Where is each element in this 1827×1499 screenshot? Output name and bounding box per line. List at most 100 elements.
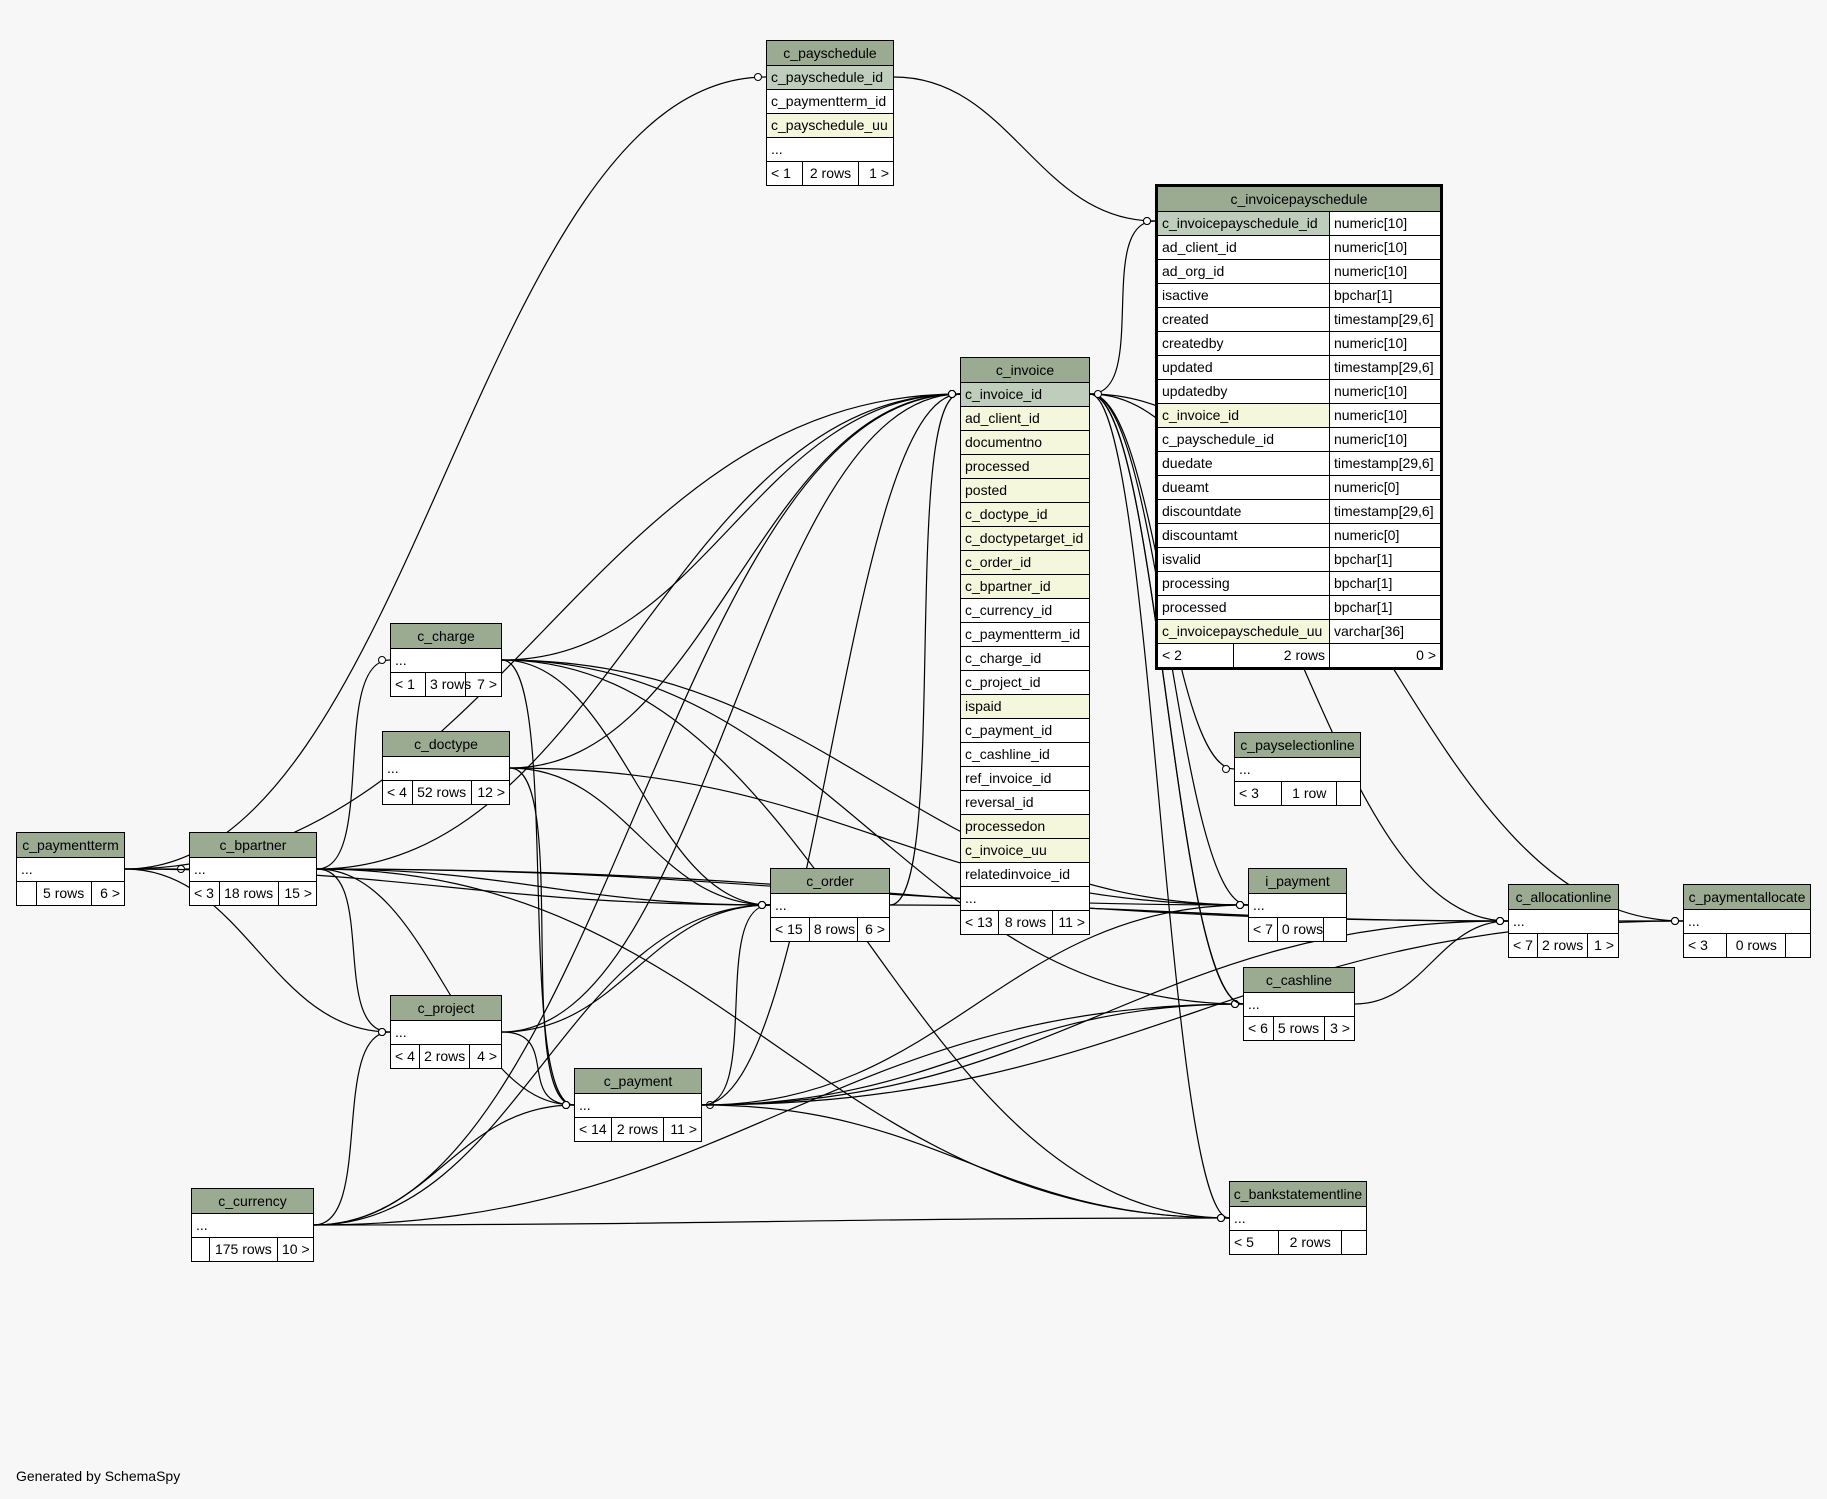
parents-link[interactable]: < 7 xyxy=(1249,918,1278,941)
column-name: ref_invoice_id xyxy=(965,770,1052,786)
column-row: ... xyxy=(192,1214,313,1238)
table-header[interactable]: c_payselectionline xyxy=(1235,733,1360,758)
parents-link[interactable] xyxy=(17,882,37,905)
column-name: updated xyxy=(1158,356,1330,379)
children-link[interactable]: 11 > xyxy=(670,1121,697,1137)
parents-link[interactable]: < 3 xyxy=(190,882,220,905)
parents-link[interactable]: < 1 xyxy=(767,162,803,185)
table-header[interactable]: c_doctype xyxy=(383,732,509,757)
table-header[interactable]: c_project xyxy=(391,996,501,1021)
column-row: c_cashline_id xyxy=(961,743,1089,767)
column-name: ... xyxy=(1688,913,1700,929)
table-header[interactable]: c_paymentallocate xyxy=(1684,885,1810,910)
column-name: reversal_id xyxy=(965,794,1034,810)
children-link[interactable]: 12 > xyxy=(477,784,505,800)
table-header[interactable]: c_invoice xyxy=(961,358,1089,383)
table-header[interactable]: c_bankstatementline xyxy=(1230,1182,1366,1207)
parents-link[interactable]: < 3 xyxy=(1684,934,1728,957)
column-row: c_bpartner_id xyxy=(961,575,1089,599)
table-header[interactable]: c_invoicepayschedule xyxy=(1158,187,1440,212)
parents-link[interactable]: < 3 xyxy=(1235,782,1283,805)
children-link[interactable]: 6 > xyxy=(100,885,120,901)
children-link[interactable]: 6 > xyxy=(865,921,885,937)
relationship-endpoint xyxy=(1143,217,1151,225)
relationship-line xyxy=(124,393,961,870)
children-link[interactable]: 10 > xyxy=(282,1241,310,1257)
column-name: isvalid xyxy=(1158,548,1330,571)
children-link[interactable]: 3 > xyxy=(1330,1020,1350,1036)
parents-link[interactable]: < 2 xyxy=(1158,644,1234,667)
column-name: ... xyxy=(387,760,399,776)
parents-link[interactable]: < 5 xyxy=(1230,1231,1280,1254)
row-count: 5 rows xyxy=(1274,1017,1325,1040)
column-row: ispaid xyxy=(961,695,1089,719)
parents-link[interactable]: < 6 xyxy=(1244,1017,1274,1040)
table-c-payschedule[interactable]: c_payschedule c_payschedule_id c_payment… xyxy=(766,40,894,186)
children-link[interactable] xyxy=(1342,1231,1366,1254)
parents-link[interactable]: < 14 xyxy=(575,1118,613,1141)
column-name: c_charge_id xyxy=(965,650,1042,666)
parents-link[interactable]: < 15 xyxy=(771,918,810,941)
parents-link[interactable]: < 1 xyxy=(391,673,427,696)
row-count: 2 rows xyxy=(420,1045,471,1068)
children-link[interactable]: 0 > xyxy=(1416,647,1436,663)
table-header[interactable]: c_payment xyxy=(575,1069,701,1094)
children-link[interactable]: 15 > xyxy=(284,885,312,901)
table-c-invoicepayschedule[interactable]: c_invoicepayschedule c_invoicepayschedul… xyxy=(1155,184,1443,670)
column-name: c_doctypetarget_id xyxy=(961,527,1089,550)
column-row: ... xyxy=(391,1021,501,1045)
column-type: timestamp[29,6] xyxy=(1334,503,1434,519)
column-name: ... xyxy=(1253,897,1265,913)
children-link[interactable] xyxy=(1324,918,1346,941)
parents-link[interactable]: < 4 xyxy=(391,1045,421,1068)
children-link[interactable] xyxy=(1337,782,1360,805)
table-footer: < 2 2 rows 0 > xyxy=(1158,644,1440,667)
table-header[interactable]: i_payment xyxy=(1249,869,1346,894)
children-link[interactable]: 7 > xyxy=(477,676,497,692)
children-link[interactable]: 1 > xyxy=(869,165,889,181)
parents-link[interactable]: < 13 xyxy=(961,911,999,934)
parents-link[interactable]: < 7 xyxy=(1509,934,1539,957)
children-link[interactable]: 11 > xyxy=(1058,914,1085,930)
table-header[interactable]: c_currency xyxy=(192,1189,313,1214)
parents-link[interactable]: < 4 xyxy=(383,781,413,804)
children-link[interactable] xyxy=(1786,934,1810,957)
children-link[interactable]: 1 > xyxy=(1594,937,1614,953)
table-header[interactable]: c_paymentterm xyxy=(17,833,124,858)
table-header[interactable]: c_cashline xyxy=(1244,968,1354,993)
table-header[interactable]: c_payschedule xyxy=(767,41,893,66)
column-name: ... xyxy=(1234,1210,1246,1226)
table-header[interactable]: c_order xyxy=(771,869,889,894)
table-header[interactable]: c_allocationline xyxy=(1509,885,1618,910)
column-type: bpchar[1] xyxy=(1334,599,1393,615)
parents-link[interactable] xyxy=(192,1238,210,1261)
table-header[interactable]: c_bpartner xyxy=(190,833,316,858)
relationship-line xyxy=(509,767,771,906)
table-header[interactable]: c_charge xyxy=(391,624,501,649)
column-row: ... xyxy=(961,887,1089,911)
relationship-endpoint xyxy=(948,390,956,398)
children-link[interactable]: 4 > xyxy=(477,1048,497,1064)
